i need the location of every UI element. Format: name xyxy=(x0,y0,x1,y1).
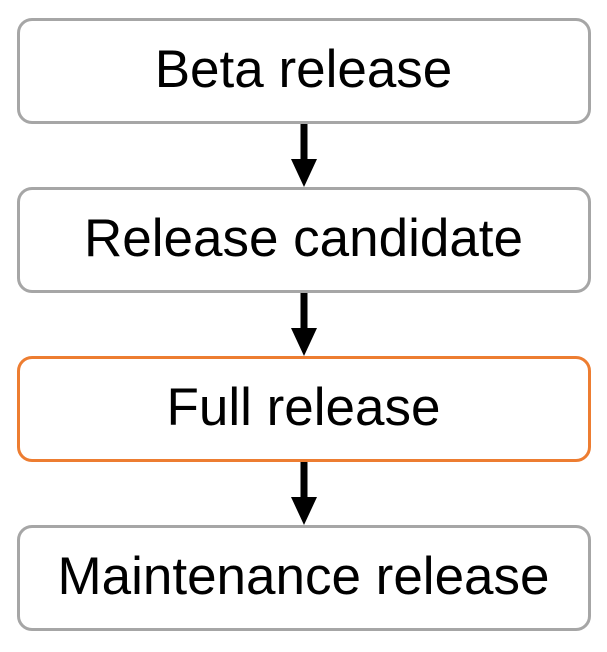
down-arrow xyxy=(290,124,317,187)
node-release-candidate: Release candidate xyxy=(16,187,591,293)
node-label: Release candidate xyxy=(83,208,524,268)
release-flowchart: Beta release Release candidate Full rele… xyxy=(16,18,591,631)
node-label: Maintenance release xyxy=(57,546,550,606)
node-maintenance-release: Maintenance release xyxy=(16,525,591,631)
node-label: Full release xyxy=(166,377,441,437)
node-beta-release: Beta release xyxy=(16,18,591,124)
down-arrow xyxy=(290,293,317,356)
node-label: Beta release xyxy=(154,39,453,99)
node-full-release: Full release xyxy=(16,356,591,462)
down-arrow xyxy=(290,462,317,525)
